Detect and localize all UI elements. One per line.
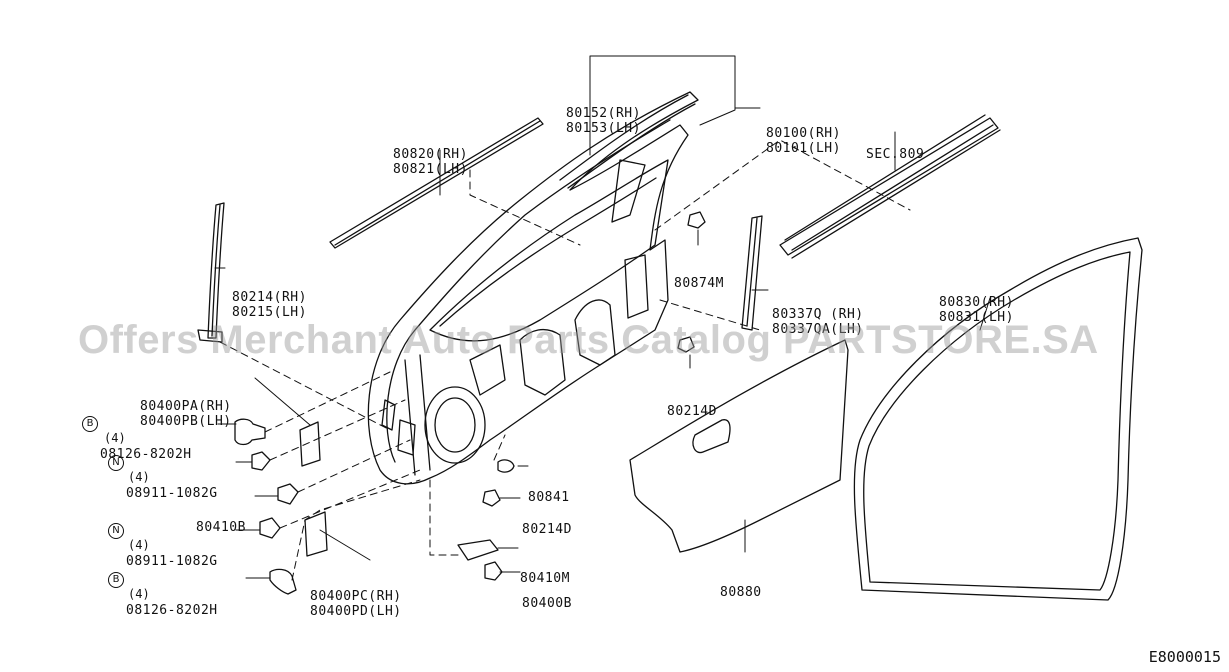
watermark: Offers Merchant Auto Parts Catalog PARTS…: [78, 318, 1099, 362]
glass-run-channel: [559, 94, 696, 189]
label-08911-a: 08911-1082G: [126, 486, 218, 501]
label-80841: 80841: [528, 490, 570, 505]
label-80830: 80830(RH)80831(LH): [939, 295, 1014, 325]
hinge-parts: [234, 211, 706, 595]
qty-08911-b: (4): [128, 538, 150, 552]
leader-lines: [214, 55, 991, 579]
nut-marker: N: [108, 523, 124, 539]
label-80214: 80214(RH)80215(LH): [232, 290, 307, 320]
label-80880: 80880: [720, 585, 762, 600]
label-80400pa: 80400PA(RH)80400PB(LH): [140, 399, 232, 429]
label-80410m: 80410M: [520, 571, 570, 586]
label-08911-b: 08911-1082G: [126, 554, 218, 569]
bolt-marker: B: [108, 572, 124, 588]
label-80410b: 80410B: [196, 520, 246, 535]
qty-08126-a: (4): [104, 431, 126, 445]
label-80337q: 80337Q (RH)80337QA(LH): [772, 307, 864, 337]
qty-08126-b: (4): [128, 587, 150, 601]
belt-moulding: [779, 114, 1001, 259]
qty-08911-a: (4): [128, 470, 150, 484]
label-80400b: 80400B: [522, 596, 572, 611]
door-shell: [367, 91, 699, 485]
label-80100: 80100(RH)80101(LH): [766, 126, 841, 156]
label-80400pc: 80400PC(RH)80400PD(LH): [310, 589, 402, 619]
label-80874m: 80874M: [674, 276, 724, 291]
pillar-weatherstrip: [197, 202, 225, 343]
door-weatherstrip: [853, 237, 1143, 601]
label-80152: 80152(RH)80153(LH): [566, 106, 641, 136]
label-80214d-bottom: 80214D: [522, 522, 572, 537]
bolt-marker: B: [82, 416, 98, 432]
outside-moulding: [329, 117, 544, 249]
sash-moulding: [741, 215, 763, 331]
label-08126-b: 08126-8202H: [126, 603, 218, 618]
label-80820: 80820(RH)80821(LH): [393, 147, 468, 177]
label-sec-809: SEC.809: [866, 147, 925, 162]
dashed-guides: [219, 139, 911, 581]
diagram-code: E8000015: [1148, 648, 1221, 666]
label-80214d-top: 80214D: [667, 404, 717, 419]
nut-marker: N: [108, 455, 124, 471]
door-trim-panel: [629, 339, 849, 553]
